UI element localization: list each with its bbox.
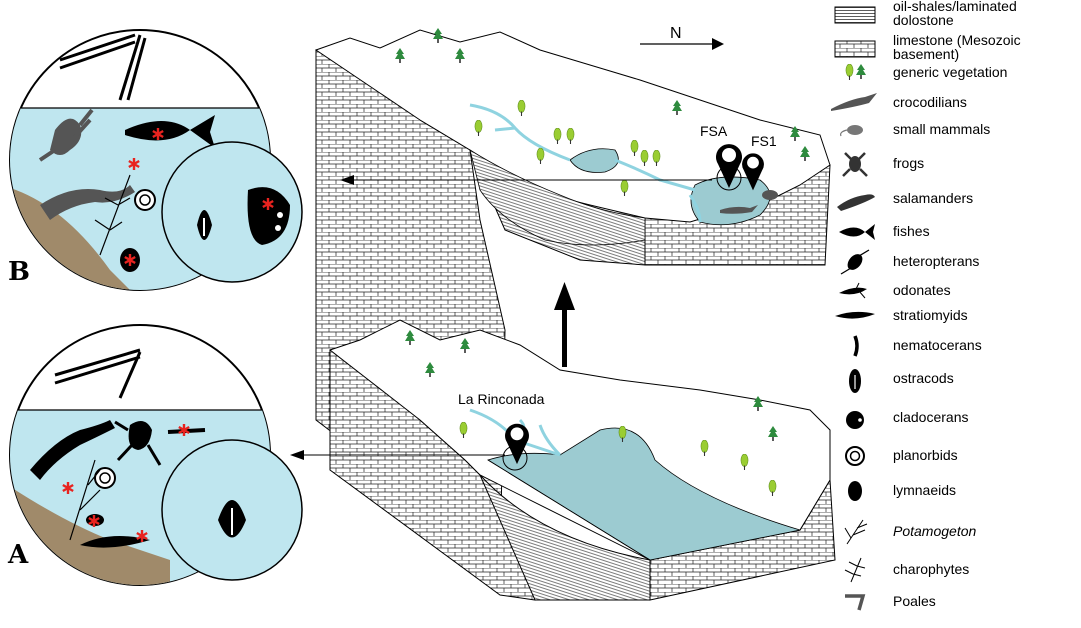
legend-item: cladocerans — [846, 409, 969, 429]
legend-label: planorbids — [893, 447, 958, 463]
charophyte-icon — [844, 557, 866, 583]
legend-label: lymnaeids — [893, 482, 956, 498]
dragonfly-larva-icon — [839, 282, 867, 299]
legend-item: fishes — [839, 223, 930, 240]
legend-label: Potamogeton — [893, 523, 976, 539]
legend-item: Potamogeton — [844, 519, 976, 545]
legend-label: odonates — [893, 282, 951, 298]
frog-icon — [842, 152, 868, 177]
pointer-arrows — [290, 175, 712, 460]
legend-item: planorbids — [845, 446, 958, 466]
panel-a-scene: A — [7, 324, 303, 586]
panel-b-letter: B — [8, 257, 30, 287]
legend-label: nematocerans — [893, 337, 982, 353]
spiral-snail-icon — [845, 446, 865, 466]
la-rinconada-label: La Rinconada — [458, 391, 545, 407]
legend-label: cladocerans — [893, 409, 969, 425]
fish-icon — [839, 224, 875, 240]
legend-label: ostracods — [893, 370, 954, 386]
legend-label: salamanders — [893, 190, 973, 206]
panel-b-scene: B — [8, 29, 303, 291]
legend-label: Poales — [893, 593, 936, 609]
legend-label: small mammals — [893, 121, 990, 137]
legend-label: crocodilians — [893, 94, 967, 110]
brick-pattern-icon — [834, 40, 876, 58]
pond-snail-icon — [848, 481, 862, 501]
salamander-icon — [837, 194, 875, 211]
potamogeton-icon — [844, 519, 868, 545]
tree-icon — [845, 64, 866, 80]
legend-item: crocodilians — [831, 93, 967, 111]
poales-icon — [845, 594, 866, 611]
mouse-icon — [840, 125, 863, 137]
laminated-pattern-icon — [834, 6, 876, 24]
legend-label: charophytes — [893, 561, 969, 577]
lower-block-diagram: La Rinconada — [328, 319, 836, 601]
water-bug-icon — [840, 249, 870, 275]
legend-item: generic vegetation — [845, 64, 1007, 80]
panel-a-letter: A — [7, 540, 29, 570]
legend-item: stratiomyids — [835, 307, 968, 323]
daphnia-icon — [846, 411, 864, 429]
legend-item: nematocerans — [853, 335, 982, 357]
legend-item: lymnaeids — [848, 481, 956, 501]
fs1-label: FS1 — [751, 133, 777, 149]
larva-icon — [835, 311, 875, 319]
crocodile-icon — [831, 93, 877, 111]
time-arrow — [554, 282, 575, 367]
legend-item: frogs — [842, 152, 924, 177]
north-label: N — [670, 25, 682, 42]
legend-item: ostracods — [849, 369, 954, 393]
legend-label: stratiomyids — [893, 307, 968, 323]
legend-item: heteropterans — [840, 249, 979, 275]
legend-item: odonates — [839, 282, 951, 299]
legend-item: Poales — [845, 593, 936, 611]
legend-label: fishes — [893, 223, 930, 239]
ostracod-icon — [849, 369, 861, 393]
legend-item: small mammals — [840, 121, 990, 137]
north-arrow: N — [640, 25, 724, 50]
legend-label: frogs — [893, 155, 924, 171]
legend-item: charophytes — [844, 557, 969, 583]
fsa-label: FSA — [700, 123, 728, 139]
legend-label: heteropterans — [893, 253, 979, 269]
legend-label: generic vegetation — [893, 64, 1007, 80]
midge-larva-icon — [853, 335, 859, 357]
legend-item: salamanders — [837, 190, 973, 211]
